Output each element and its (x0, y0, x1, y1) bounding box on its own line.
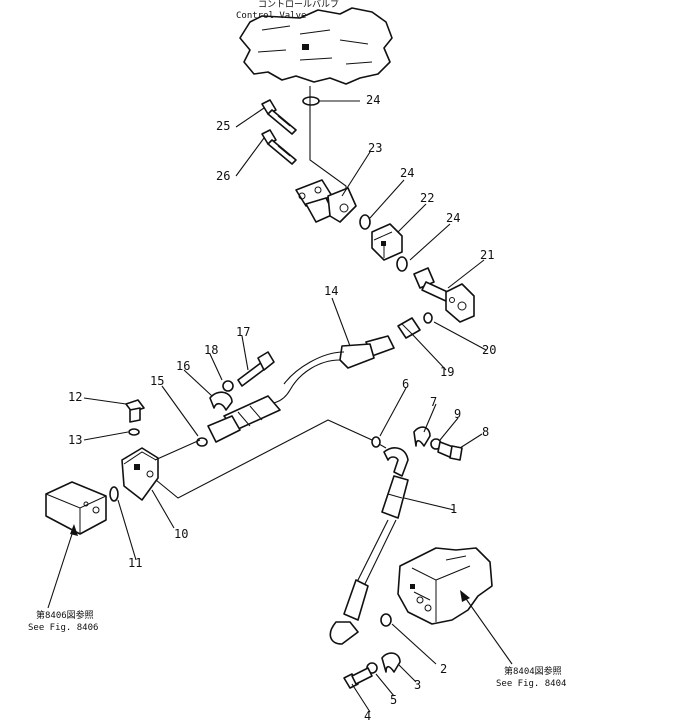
callout-13: 13 (68, 433, 82, 447)
clamp-16 (209, 391, 233, 411)
callout-11: 11 (128, 556, 142, 570)
callout-24-a: 24 (400, 166, 414, 180)
callout-1: 1 (450, 502, 457, 516)
adapter-19 (397, 317, 421, 339)
ref-right-caption-en: See Fig. 8404 (496, 679, 566, 689)
callout-19: 19 (440, 365, 454, 379)
callout-22: 22 (420, 191, 434, 205)
assembly-line-long (155, 419, 387, 499)
callout-23: 23 (368, 141, 382, 155)
bolt-17 (237, 351, 275, 387)
callout-15: 15 (150, 374, 164, 388)
callout-4: 4 (364, 709, 371, 721)
callout-7: 7 (430, 395, 437, 409)
control-valve-caption-en: Control Valve (236, 11, 306, 21)
callout-20: 20 (482, 343, 496, 357)
callout-12: 12 (68, 390, 82, 404)
o-ring-15 (196, 437, 208, 447)
hose-1 (329, 447, 409, 645)
callout-10: 10 (174, 527, 188, 541)
o-ring-2 (380, 613, 392, 627)
callout-17: 17 (236, 325, 250, 339)
bolt-4 (343, 667, 373, 689)
hose-14 (207, 335, 395, 443)
callout-14: 14 (324, 284, 338, 298)
callout-25: 25 (216, 119, 230, 133)
reference-arrow-left (47, 524, 78, 609)
ref-left-caption-en: See Fig. 8406 (28, 623, 98, 633)
callout-24-b: 24 (366, 93, 380, 107)
o-ring-13 (128, 428, 140, 436)
o-ring-11 (109, 486, 119, 502)
control-valve (239, 7, 393, 85)
reference-arrow-right (460, 590, 513, 665)
control-valve-caption-jp: コントロールバルブ (258, 0, 339, 10)
callout-5: 5 (390, 693, 397, 707)
o-ring-24-lower (396, 256, 408, 272)
callout-21: 21 (480, 248, 494, 262)
callout-18: 18 (204, 343, 218, 357)
leader-lines (83, 100, 487, 713)
left-valve-block (45, 481, 107, 535)
o-ring-6 (371, 436, 381, 448)
ref-right-caption-jp: 第8404図参照 (504, 665, 562, 677)
flange-tube-21 (413, 267, 475, 323)
callout-9: 9 (454, 407, 461, 421)
bolt-25 (261, 99, 297, 135)
callout-8: 8 (482, 425, 489, 439)
callout-6: 6 (402, 377, 409, 391)
callout-16: 16 (176, 359, 190, 373)
clamp-3 (381, 652, 401, 673)
plug-12 (125, 399, 145, 423)
o-ring-20 (423, 312, 433, 324)
right-valve-block (397, 547, 493, 625)
assembly-line-hose (154, 439, 201, 461)
callout-24-c: 24 (446, 211, 460, 225)
callout-26: 26 (216, 169, 230, 183)
o-ring-24-top (302, 96, 320, 106)
callout-2: 2 (440, 662, 447, 676)
block-10 (121, 447, 159, 501)
o-ring-24-mid (359, 214, 371, 230)
ref-left-caption-jp: 第8406図参照 (36, 609, 94, 621)
elbow-block-23 (295, 179, 357, 223)
bolt-8 (437, 441, 463, 461)
block-22 (371, 223, 403, 261)
callout-3: 3 (414, 678, 421, 692)
washer-18 (222, 380, 234, 392)
clamp-7 (413, 426, 431, 447)
bolt-26 (261, 129, 297, 165)
